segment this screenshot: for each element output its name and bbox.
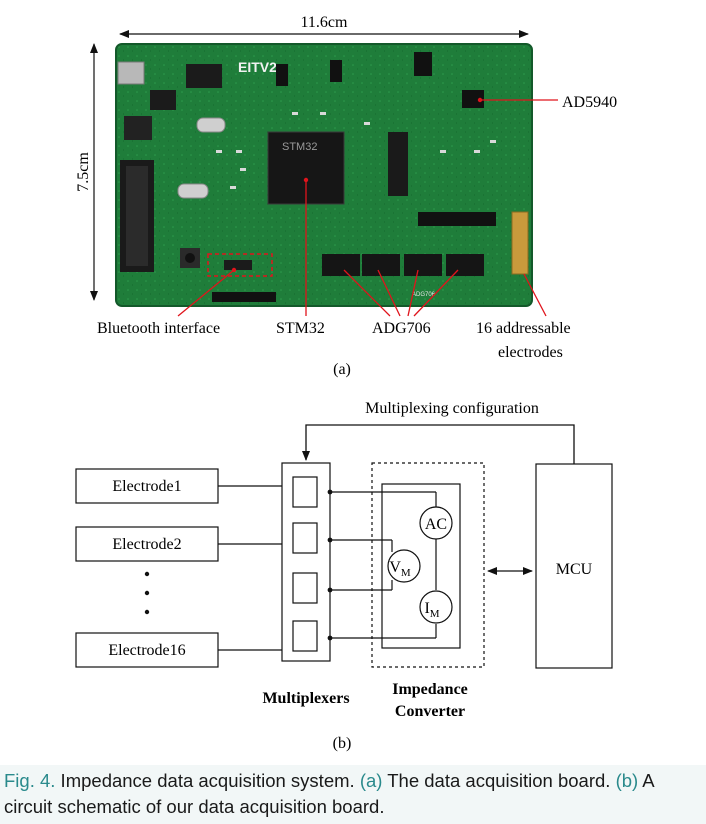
bluetooth-highlight bbox=[207, 253, 273, 277]
mcu-block bbox=[535, 463, 613, 669]
electrode-label-1: Electrode1 bbox=[112, 478, 181, 495]
panel-b: Multiplexing configuration Electrode1 El… bbox=[75, 400, 613, 752]
height-dimension: 7.5cm bbox=[75, 43, 98, 301]
caption-fig-number: Fig. 4. bbox=[4, 770, 56, 791]
feedback-arrow bbox=[302, 424, 575, 464]
electrode-box-2 bbox=[75, 526, 219, 562]
converter-label-1: Impedance bbox=[392, 681, 468, 698]
ammeter: IM bbox=[419, 590, 453, 624]
mux-switches bbox=[292, 476, 318, 652]
vm-subscript: M bbox=[401, 567, 411, 579]
im-subscript: M bbox=[430, 608, 440, 620]
callout-ad5940: AD5940 bbox=[562, 94, 617, 111]
width-label: 11.6cm bbox=[301, 14, 349, 31]
im-label: I bbox=[424, 600, 429, 617]
junction-dots bbox=[327, 489, 333, 641]
ellipsis-dots bbox=[144, 571, 150, 615]
electrode-label-2: Electrode2 bbox=[112, 536, 181, 553]
callout-bluetooth: Bluetooth interface bbox=[97, 320, 220, 337]
fpc-connector bbox=[511, 211, 529, 275]
mcu-label: MCU bbox=[556, 561, 593, 578]
callout-electrodes-1: 16 addressable bbox=[476, 320, 571, 337]
ad5940-chip bbox=[462, 90, 484, 108]
callouts bbox=[177, 99, 558, 317]
panel-b-sublabel: (b) bbox=[333, 735, 352, 752]
callout-stm32: STM32 bbox=[276, 320, 325, 337]
svg-text:STM32: STM32 bbox=[282, 141, 317, 153]
svg-text:VM: VM bbox=[389, 559, 411, 579]
caption-link-b[interactable]: (b) bbox=[615, 770, 639, 791]
board-mux-label: ADG706 bbox=[412, 292, 436, 298]
vm-label: V bbox=[389, 559, 401, 576]
electrode-box-16 bbox=[75, 632, 219, 668]
mux-label: Multiplexers bbox=[262, 690, 349, 707]
caption-text-3: A circuit schematic of our data acquisit… bbox=[4, 770, 654, 817]
pcb-board: EITV2 STM32 bbox=[115, 43, 533, 307]
caption-text-2: The data acquisition board. bbox=[382, 770, 616, 791]
voltmeter: VM bbox=[387, 549, 421, 583]
usb-connector bbox=[117, 61, 145, 85]
width-dimension: 11.6cm bbox=[119, 14, 529, 38]
caption-link-a[interactable]: (a) bbox=[359, 770, 383, 791]
caption-text-1: Impedance data acquisition system. bbox=[55, 770, 360, 791]
height-label: 7.5cm bbox=[75, 152, 92, 192]
callout-electrodes-2: electrodes bbox=[498, 344, 563, 361]
panel-a-sublabel: (a) bbox=[333, 361, 351, 378]
panel-a: 11.6cm 7.5cm EITV2 bbox=[75, 14, 617, 378]
ac-source: AC bbox=[419, 506, 453, 540]
figure-canvas: 11.6cm 7.5cm EITV2 bbox=[75, 14, 617, 752]
board-name: EITV2 bbox=[238, 59, 277, 75]
feedback-label: Multiplexing configuration bbox=[365, 400, 539, 417]
converter-label-2: Converter bbox=[395, 703, 465, 720]
converter-box bbox=[371, 462, 485, 668]
electrode-wires bbox=[218, 485, 282, 651]
adg706-chips bbox=[322, 254, 484, 276]
figure-caption: Fig. 4. Impedance data acquisition syste… bbox=[0, 765, 706, 824]
electrode-label-16: Electrode16 bbox=[108, 642, 185, 659]
callout-adg706: ADG706 bbox=[372, 320, 431, 337]
mux-converter-wires bbox=[330, 491, 437, 639]
svg-text:IM: IM bbox=[424, 600, 439, 620]
ac-label: AC bbox=[425, 516, 447, 533]
